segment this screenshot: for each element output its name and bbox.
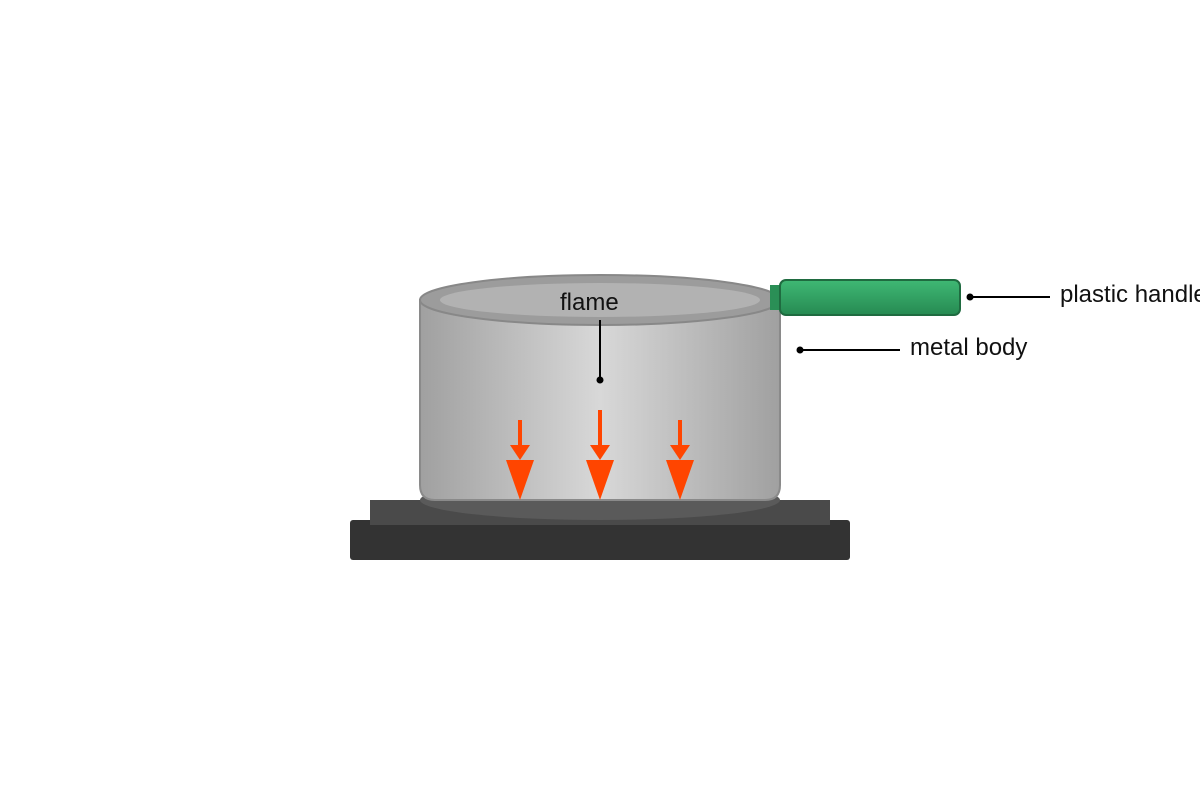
flame-arrow-left [506,420,534,500]
flame-leader-dot [596,376,604,384]
metal-body-label: metal body [910,334,1027,361]
stove-base [350,520,850,560]
flame-arrow-center [586,410,614,500]
pot-body [419,299,781,501]
flame-arrow-right [666,420,694,500]
plastic-handle-label: plastic handle [1060,281,1200,308]
pot-rim-inner [440,283,760,317]
flame-label: flame [560,289,619,316]
plastic-handle-shape [779,279,961,316]
